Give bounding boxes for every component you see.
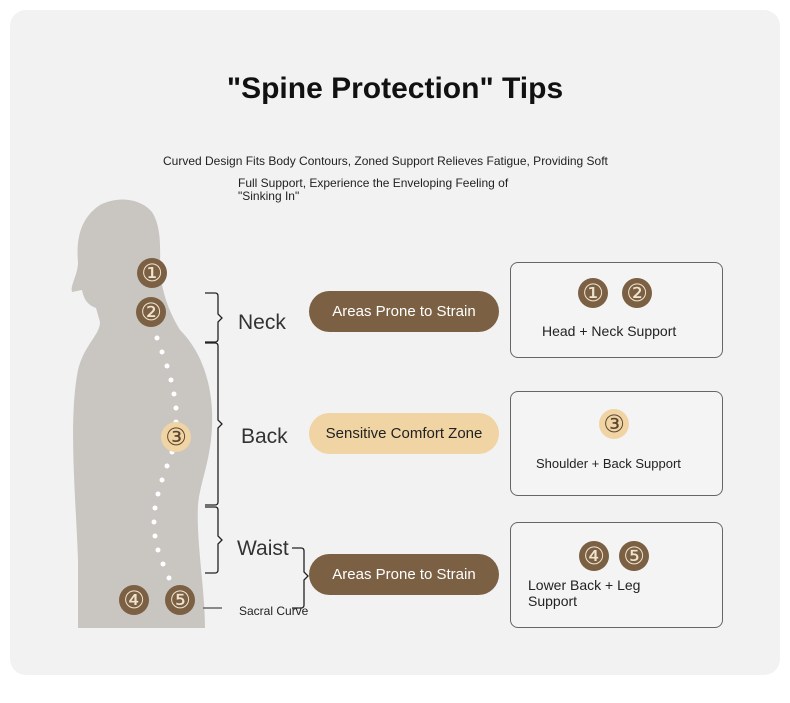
region-back-label: Back	[241, 425, 288, 448]
subtitle-line-2: Full Support, Experience the Enveloping …	[238, 176, 509, 190]
box-waist-text-2: Support	[528, 593, 578, 609]
region-waist-label: Waist	[237, 537, 289, 560]
marker-3: ③	[161, 422, 191, 452]
box-marker-5: ⑤	[619, 541, 649, 571]
box-marker-4: ④	[579, 541, 609, 571]
subtitle-line-1: Curved Design Fits Body Contours, Zoned …	[163, 154, 608, 168]
box-back-text: Shoulder + Back Support	[536, 456, 681, 471]
pill-back-comfort: Sensitive Comfort Zone	[309, 413, 499, 454]
box-back-support: ③ Shoulder + Back Support	[510, 391, 723, 496]
sacral-curve-label: Sacral Curve	[239, 604, 309, 618]
marker-5: ⑤	[165, 585, 195, 615]
box-waist-text-1: Lower Back + Leg	[528, 577, 641, 593]
box-marker-2: ②	[622, 278, 652, 308]
pill-waist-strain: Areas Prone to Strain	[309, 554, 499, 595]
box-neck-support: ① ② Head + Neck Support	[510, 262, 723, 358]
box-waist-support: ④ ⑤ Lower Back + Leg Support	[510, 522, 723, 628]
box-neck-text: Head + Neck Support	[542, 323, 677, 339]
box-marker-1: ①	[578, 278, 608, 308]
marker-2: ②	[136, 297, 166, 327]
marker-1: ①	[137, 258, 167, 288]
pill-neck-strain: Areas Prone to Strain	[309, 291, 499, 332]
page-title: "Spine Protection" Tips	[226, 72, 564, 105]
marker-4: ④	[119, 585, 149, 615]
region-neck-label: Neck	[238, 311, 286, 334]
box-marker-3: ③	[599, 409, 629, 439]
subtitle-line-3: "Sinking In"	[238, 189, 300, 203]
